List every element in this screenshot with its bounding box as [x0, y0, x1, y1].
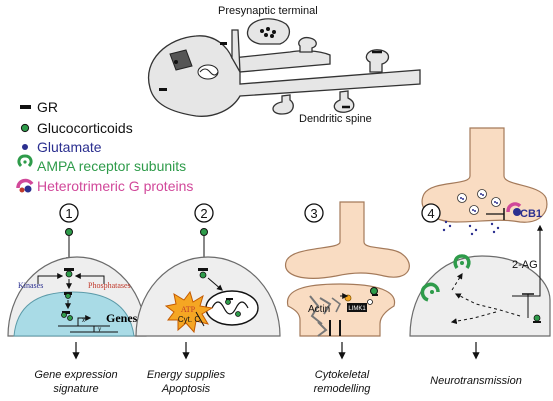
nucleus	[13, 291, 135, 337]
panel-2-number: 2	[200, 206, 207, 221]
panel-2-number-circle	[194, 203, 214, 223]
panel-3-number: 3	[310, 206, 317, 221]
mitochondrion	[205, 290, 259, 326]
legend-gr: GR	[37, 99, 58, 115]
actin-label: Actin	[308, 304, 330, 315]
panel-4-caption-line-1: Neurotransmission	[430, 375, 522, 387]
cytc-label: Cyt. C	[178, 315, 200, 324]
panel-1: 1 Kinases Phosphatases x y Genes Gene ex…	[7, 203, 147, 395]
panel-2-caption-line-1: Energy supplies	[147, 369, 226, 381]
panel-4-number: 4	[427, 206, 434, 221]
glucocorticoid-dot-icon	[20, 123, 30, 133]
ampa-receptor-free-icon	[420, 282, 440, 302]
kinases-label: Kinases	[18, 281, 43, 290]
panel-4-number-circle	[421, 203, 441, 223]
neuron-illustration	[147, 18, 421, 117]
ampa-receptor-membrane-icon	[453, 254, 471, 269]
two-ag-label: 2-AG	[512, 259, 538, 271]
limk1-label: LIMK1	[348, 306, 366, 312]
cb1-label: CB1	[520, 208, 542, 220]
panel-1-caption-line-1: Gene expression	[34, 369, 117, 381]
panel-3-caption-line-2: remodelling	[314, 383, 372, 395]
legend-glucocorticoids: Glucocorticoids	[37, 120, 133, 136]
panel-3-caption-line-1: Cytokeletal	[315, 369, 370, 381]
legend-g-proteins: Heterotrimeric G proteins	[37, 178, 193, 194]
g-protein-cb1-icon	[506, 202, 522, 213]
panel-1-number: 1	[65, 206, 72, 221]
panel-2-caption-line-2: Apoptosis	[161, 383, 211, 395]
presynaptic-bulb	[285, 201, 410, 279]
panel-2: 2 ATP Cyt. C Energy supplies Apoptosis	[135, 203, 281, 395]
postsynaptic-cell-4	[409, 255, 551, 337]
dendritic-spine-label: Dendritic spine	[299, 113, 372, 125]
presynaptic-bulb-4	[421, 127, 548, 223]
presynaptic-terminal-label: Presynaptic terminal	[218, 5, 318, 17]
g-protein-icon	[16, 178, 34, 193]
phosphatases-label: Phosphatases	[88, 281, 131, 290]
panel-4: 4 CB1 2-AG	[409, 127, 551, 387]
genes-label: Genes	[106, 311, 138, 325]
panel-1-number-circle	[59, 203, 79, 223]
legend-ampa: AMPA receptor subunits	[37, 158, 186, 174]
svg-text:x: x	[81, 316, 86, 324]
atp-label: ATP	[181, 305, 196, 314]
gr-bar-icon	[20, 105, 31, 109]
legend: GR Glucocorticoids Glutamate AMPA recept…	[16, 99, 193, 194]
svg-text:y: y	[97, 325, 102, 333]
legend-glutamate: Glutamate	[37, 139, 102, 155]
limk1-box	[347, 303, 367, 312]
glutamate-dot-icon	[22, 144, 28, 150]
panel-3: 3 Actin LIMK1 Cytokeletal remodelling	[285, 201, 410, 395]
atp-burst-icon	[164, 290, 214, 334]
ampa-receptor-icon	[17, 154, 33, 168]
panel-1-caption-line-2: signature	[53, 383, 98, 395]
postsynaptic-spine	[286, 283, 396, 337]
panel-3-number-circle	[304, 203, 324, 223]
